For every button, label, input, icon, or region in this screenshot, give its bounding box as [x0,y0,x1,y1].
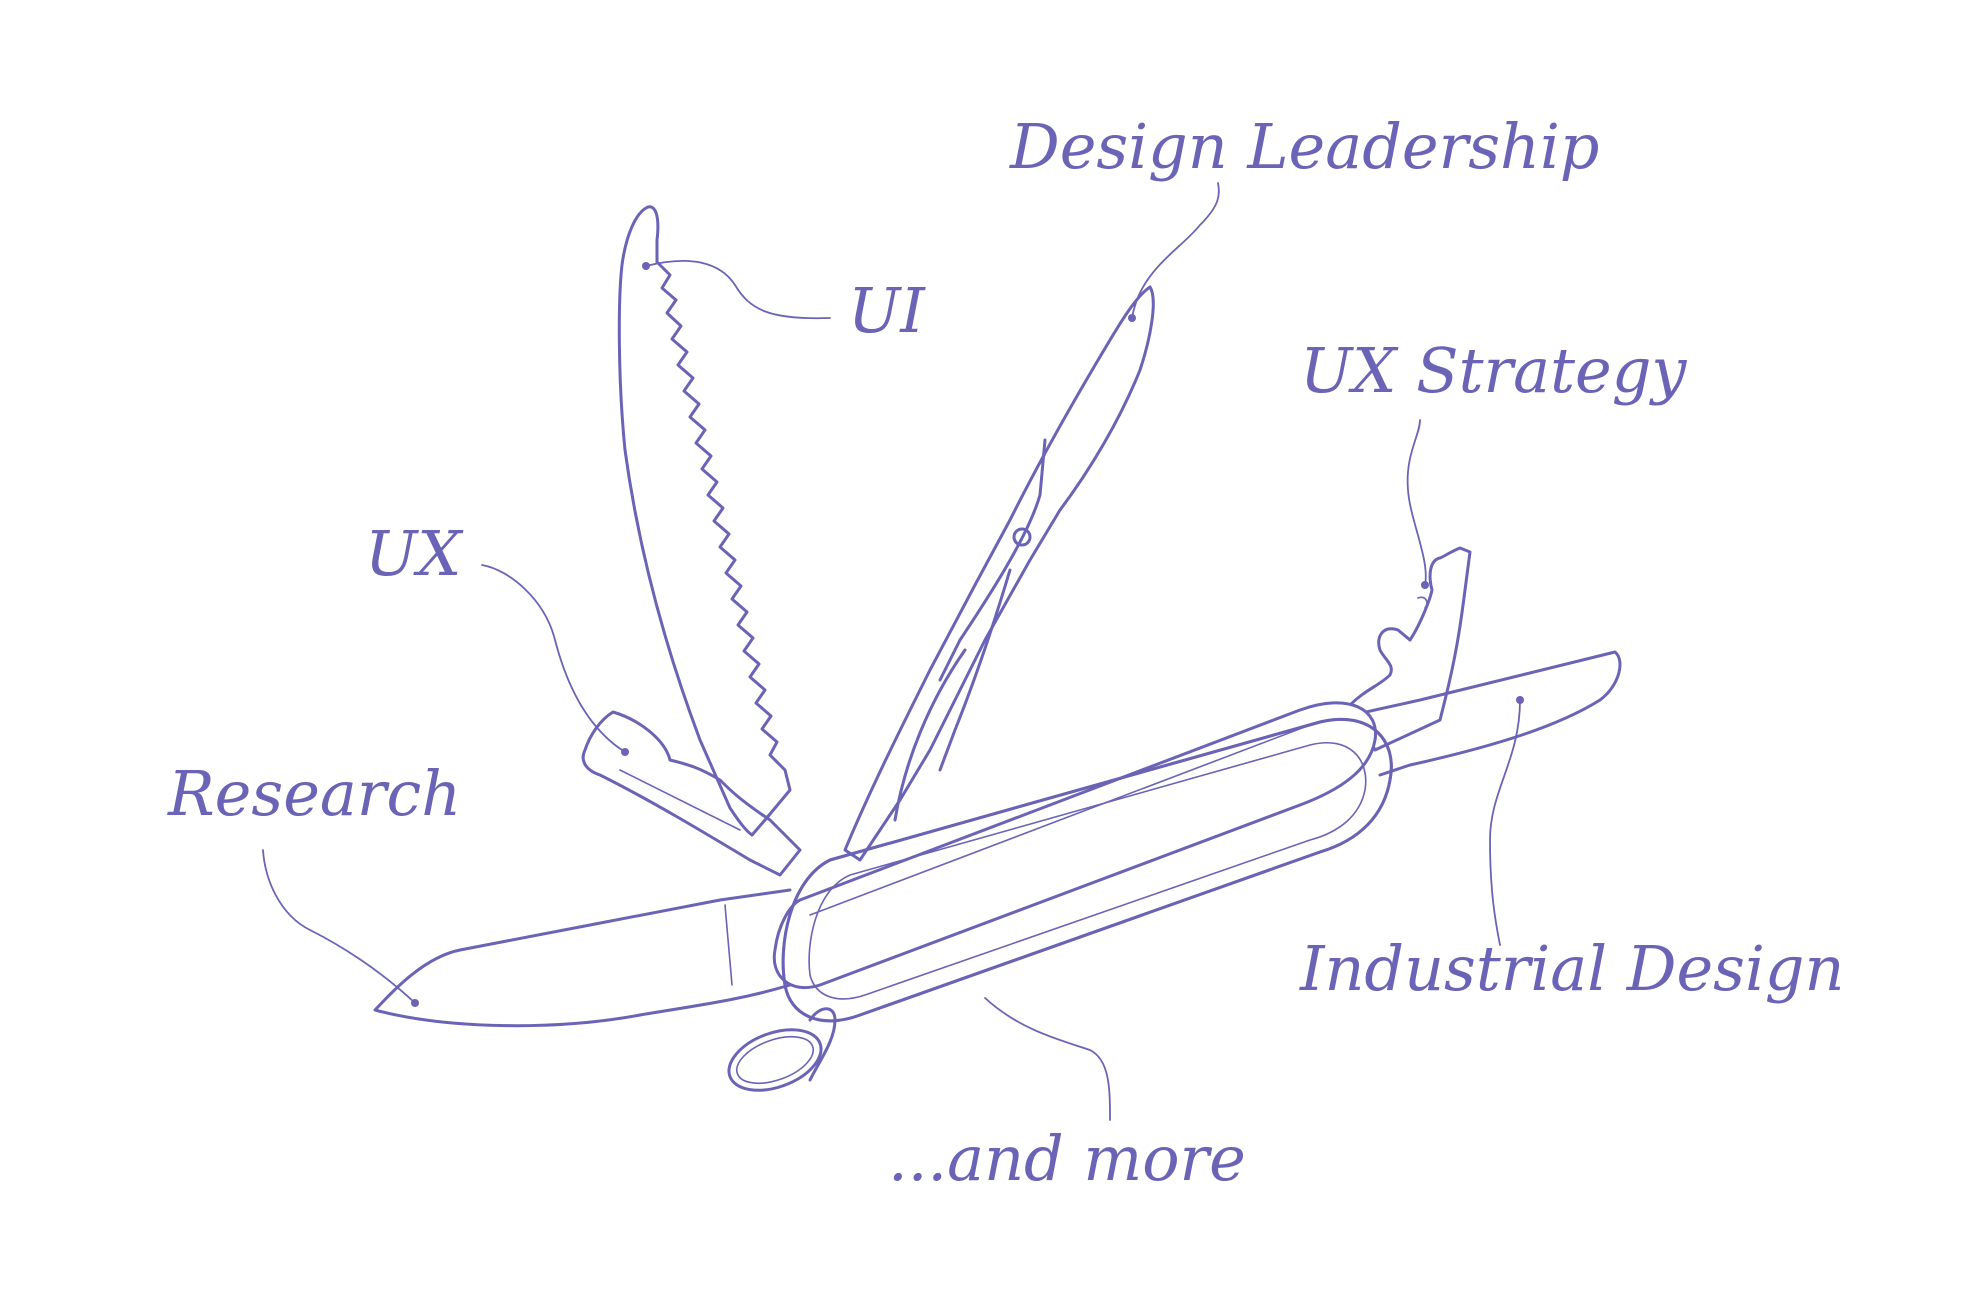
anchor-dot-ux [621,748,629,756]
knife-body-back [772,701,1378,990]
anchor-dot-ux-strategy [1421,581,1429,589]
labels: Design Leadership UI UX Strategy UX Rese… [167,110,1844,1195]
leader-design-leadership [1131,182,1220,319]
large-blade-left [373,888,792,1028]
knife-body [781,717,1393,1023]
anchor-dot-design-leadership [1128,314,1136,322]
knife-illustration [373,205,1622,1092]
small-blade [581,710,802,877]
saw-blade [617,205,792,837]
anchor-dot-industrial-design [1516,696,1524,704]
scissors-tool [843,285,1155,862]
large-blade-right [1328,650,1622,777]
leader-ux-strategy [1406,419,1427,586]
bottle-opener [1348,546,1472,752]
leader-ui [645,260,831,320]
label-design-leadership: Design Leadership [1009,110,1599,183]
label-industrial-design: Industrial Design [1299,932,1844,1005]
label-research: Research [167,757,461,830]
label-and-more: ...and more [888,1122,1246,1195]
leader-industrial-design [1489,699,1521,946]
leader-and-more [984,997,1111,1121]
anchor-dot-ui [642,262,650,270]
anchor-dot-research [411,999,419,1007]
leader-lines [262,182,1524,1121]
leader-ux [481,564,626,753]
leader-research [262,849,416,1004]
label-ui: UI [848,274,926,347]
label-ux: UX [365,517,464,590]
label-ux-strategy: UX Strategy [1300,334,1687,407]
key-ring [727,1007,837,1092]
